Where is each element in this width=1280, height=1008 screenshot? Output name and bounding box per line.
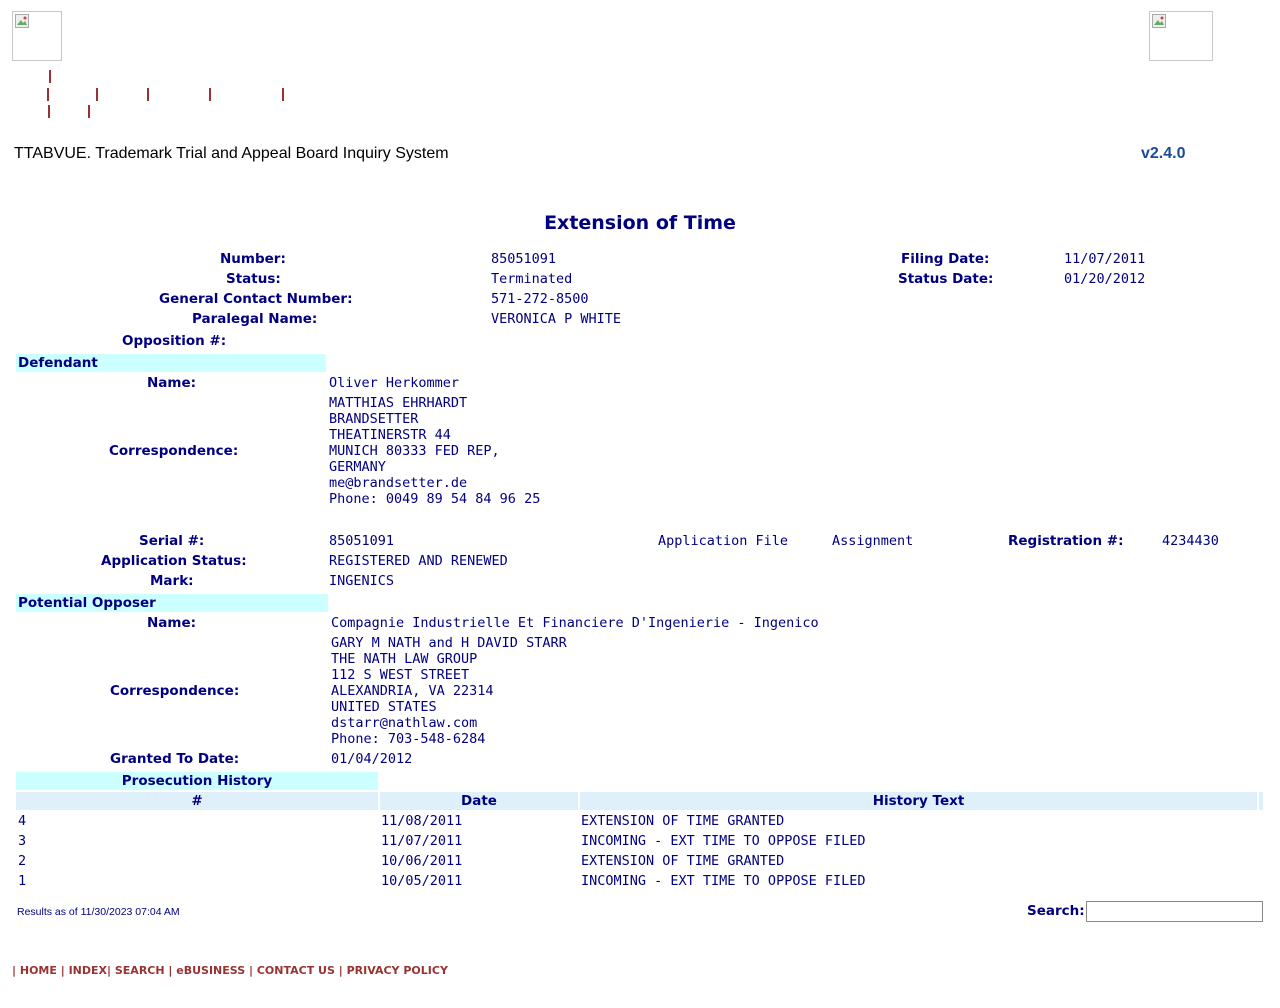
number-label: Number:: [220, 251, 286, 267]
status-date-value: 01/20/2012: [1064, 271, 1146, 287]
footer-privacy-link[interactable]: PRIVACY POLICY: [346, 964, 448, 977]
opposer-name-label: Name:: [147, 615, 197, 631]
defendant-name-value: Oliver Herkommer: [329, 375, 460, 391]
filing-date-value: 11/07/2011: [1064, 251, 1146, 267]
history-date: 11/07/2011: [381, 833, 463, 849]
history-text: EXTENSION OF TIME GRANTED: [581, 813, 785, 829]
serial-value: 85051091: [329, 533, 395, 549]
address-line: MUNICH 80333 FED REP,: [329, 443, 500, 459]
application-status-value: REGISTERED AND RENEWED: [329, 553, 508, 569]
opposer-correspondence-label: Correspondence:: [110, 683, 240, 699]
footer-separator: |: [12, 964, 20, 977]
history-col-date: Date: [380, 792, 578, 810]
filing-date-label: Filing Date:: [901, 251, 990, 267]
broken-image-icon: [15, 14, 29, 28]
address-line: THE NATH LAW GROUP: [331, 651, 478, 667]
assignment-link[interactable]: Assignment: [832, 533, 914, 549]
page-title: Extension of Time: [544, 212, 736, 234]
paralegal-label: Paralegal Name:: [192, 311, 318, 327]
history-num: 4: [18, 813, 27, 829]
address-line: THEATINERSTR 44: [329, 427, 451, 443]
history-col-number: #: [16, 792, 378, 810]
email-line: dstarr@nathlaw.com: [331, 715, 478, 731]
history-col-text: History Text: [580, 792, 1257, 810]
mark-label: Mark:: [150, 573, 194, 589]
opposer-name-value: Compagnie Industrielle Et Financiere D'I…: [331, 615, 819, 631]
footer-nav: | HOME | INDEX| SEARCH | eBUSINESS | CON…: [12, 964, 448, 977]
defendant-name-label: Name:: [147, 375, 197, 391]
granted-to-date-value: 01/04/2012: [331, 751, 413, 767]
status-label: Status:: [226, 271, 281, 287]
defendant-section-header: Defendant: [16, 354, 326, 372]
address-line: MATTHIAS EHRHARDT: [329, 395, 468, 411]
history-num: 3: [18, 833, 27, 849]
footer-search-link[interactable]: SEARCH: [114, 964, 165, 977]
broken-image-icon: [1152, 14, 1166, 28]
history-date: 11/08/2011: [381, 813, 463, 829]
address-line: GERMANY: [329, 459, 386, 475]
address-line: 112 S WEST STREET: [331, 667, 470, 683]
footer-separator: |: [56, 964, 69, 977]
history-date: 10/05/2011: [381, 873, 463, 889]
footer-separator: |: [107, 964, 115, 977]
status-date-label: Status Date:: [898, 271, 994, 287]
general-contact-label: General Contact Number:: [159, 291, 353, 307]
address-line: BRANDSETTER: [329, 411, 419, 427]
address-line: GARY M NATH and H DAVID STARR: [331, 635, 567, 651]
mark-value: INGENICS: [329, 573, 395, 589]
granted-to-date-label: Granted To Date:: [110, 751, 240, 767]
opposition-label: Opposition #:: [122, 333, 227, 349]
opposer-correspondence: GARY M NATH and H DAVID STARR THE NATH L…: [331, 635, 567, 747]
opposer-section-header: Potential Opposer: [16, 594, 328, 612]
footer-contact-link[interactable]: CONTACT US: [256, 964, 335, 977]
history-num: 1: [18, 873, 27, 889]
version-label: v2.4.0: [1141, 145, 1186, 162]
system-title: TTABVUE. Trademark Trial and Appeal Boar…: [14, 145, 449, 162]
number-value: 85051091: [491, 251, 557, 267]
serial-label: Serial #:: [139, 533, 205, 549]
paralegal-value: VERONICA P WHITE: [491, 311, 622, 327]
defendant-correspondence-label: Correspondence:: [109, 443, 239, 459]
address-line: ALEXANDRIA, VA 22314: [331, 683, 494, 699]
general-contact-value: 571-272-8500: [491, 291, 589, 307]
status-value: Terminated: [491, 271, 573, 287]
registration-label: Registration #:: [1008, 533, 1124, 549]
prosecution-history-header: Prosecution History: [16, 772, 378, 790]
uspto-logo-image: [12, 11, 62, 61]
history-col-extra: [1259, 792, 1263, 810]
history-num: 2: [18, 853, 27, 869]
phone-line: Phone: 703-548-6284: [331, 731, 486, 747]
footer-separator: |: [334, 964, 347, 977]
footer-home-link[interactable]: HOME: [19, 964, 57, 977]
history-text: INCOMING - EXT TIME TO OPPOSE FILED: [581, 873, 866, 889]
history-text: INCOMING - EXT TIME TO OPPOSE FILED: [581, 833, 866, 849]
application-status-label: Application Status:: [101, 553, 247, 569]
email-line: me@brandsetter.de: [329, 475, 468, 491]
footer-separator: |: [164, 964, 177, 977]
footer-separator: |: [245, 964, 257, 977]
defendant-correspondence: MATTHIAS EHRHARDT BRANDSETTER THEATINERS…: [329, 395, 540, 507]
phone-line: Phone: 0049 89 54 84 96 25: [329, 491, 541, 507]
history-date: 10/06/2011: [381, 853, 463, 869]
address-line: UNITED STATES: [331, 699, 437, 715]
search-label: Search:: [1027, 903, 1085, 919]
footer-index-link[interactable]: INDEX: [68, 964, 108, 977]
application-file-link[interactable]: Application File: [658, 533, 789, 549]
search-input[interactable]: [1086, 901, 1263, 922]
results-timestamp: Results as of 11/30/2023 07:04 AM: [17, 906, 180, 918]
footer-ebusiness-link[interactable]: eBUSINESS: [176, 964, 246, 977]
ttab-banner-image: [1149, 11, 1213, 61]
registration-value: 4234430: [1162, 533, 1219, 549]
history-text: EXTENSION OF TIME GRANTED: [581, 853, 785, 869]
